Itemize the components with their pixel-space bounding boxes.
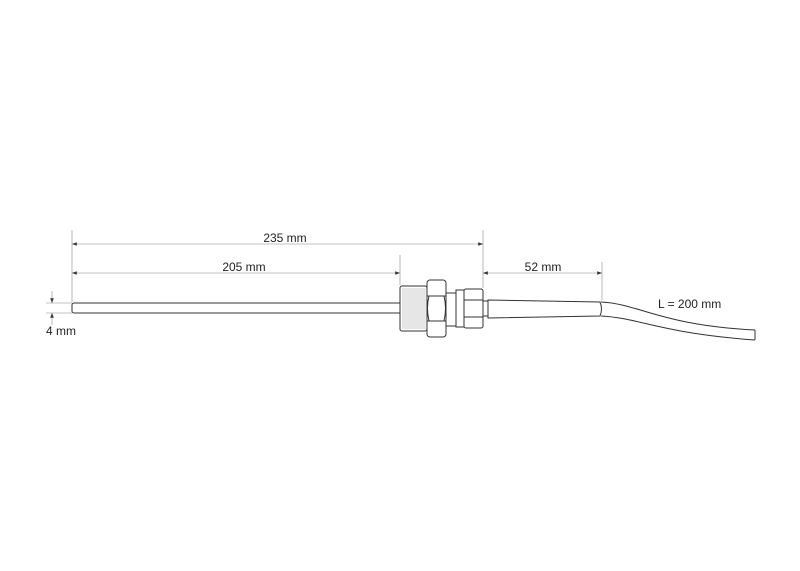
thread-fitting (399, 285, 428, 332)
ring (482, 300, 489, 317)
cable (600, 301, 756, 341)
hex-nut (426, 279, 447, 338)
label-205: 205 mm (222, 260, 265, 274)
probe-tube (71, 302, 403, 314)
sleeve (487, 299, 602, 319)
small-hex-nut (463, 288, 484, 329)
label-235: 235 mm (263, 231, 306, 245)
neck (445, 292, 458, 327)
label-diameter: 4 mm (46, 324, 76, 338)
label-cable-length: L = 200 mm (658, 297, 721, 311)
collar (455, 289, 465, 328)
label-52: 52 mm (525, 260, 562, 274)
